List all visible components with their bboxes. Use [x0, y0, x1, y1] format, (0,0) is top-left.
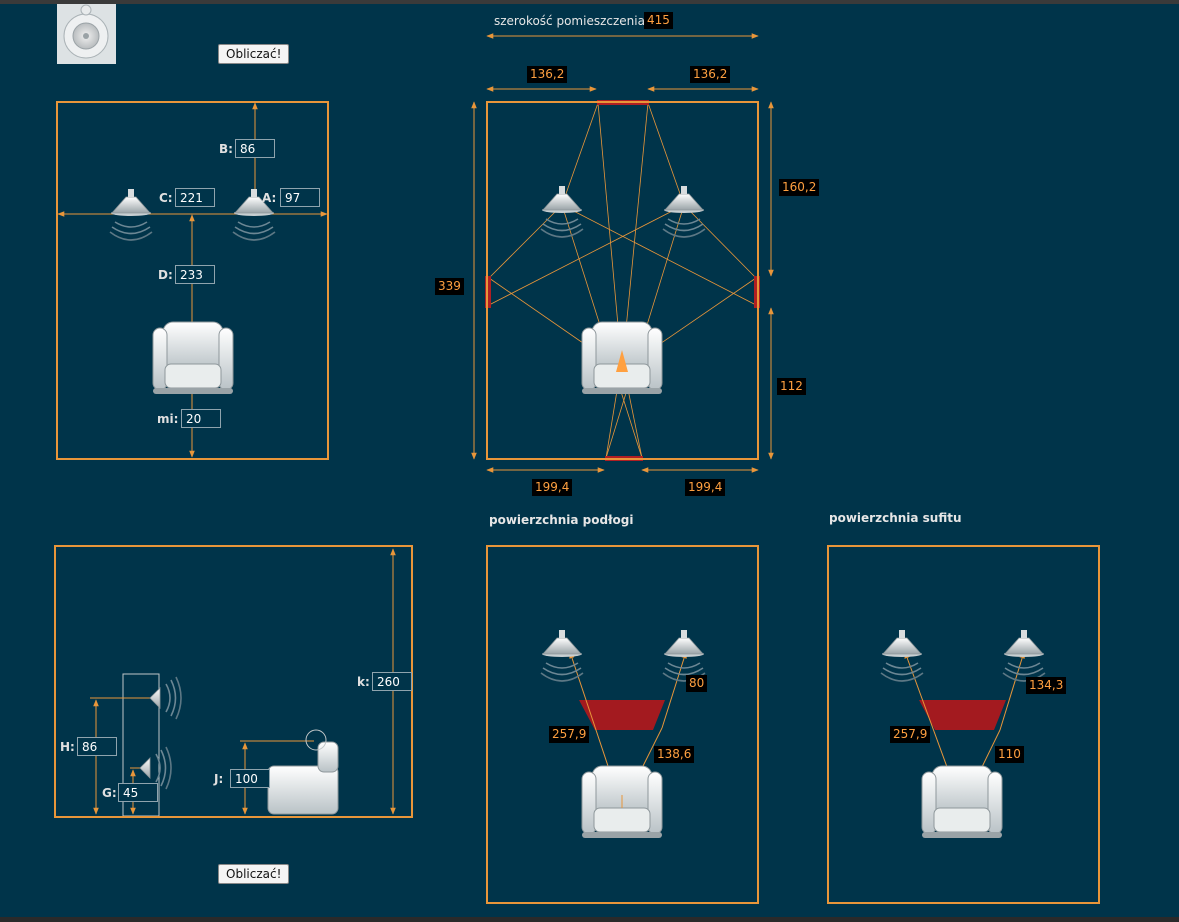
panel4-diagram [540, 629, 706, 839]
dim-right-bottom: 112 [777, 378, 806, 395]
label-d: D: [158, 268, 173, 282]
dim-top-left: 136,2 [527, 66, 568, 83]
panel4-room [486, 545, 759, 904]
panel1-room [56, 101, 329, 460]
calculate-button-top[interactable]: Obliczać! [218, 44, 290, 64]
panel2-room [486, 101, 759, 460]
panel5-room [827, 545, 1100, 904]
label-c: C: [159, 191, 173, 205]
bottom-bar [0, 917, 1179, 922]
input-h[interactable] [77, 737, 117, 756]
dim-right-top: 160,2 [779, 179, 820, 196]
input-j[interactable] [230, 769, 270, 788]
label-mi: mi: [157, 412, 179, 426]
room-width-caption: szerokość pomieszczenia: [494, 14, 650, 28]
panel5-diagram [880, 629, 1046, 839]
floor-left-distance: 257,9 [549, 726, 590, 743]
room-width-value: 415 [644, 12, 673, 29]
input-b[interactable] [235, 139, 275, 158]
panel3-diagram [90, 548, 396, 817]
input-a[interactable] [280, 188, 320, 207]
label-j: J: [214, 772, 224, 786]
label-a: A: [262, 191, 277, 205]
speaker-thumbnail [57, 4, 116, 64]
input-g[interactable] [118, 783, 158, 802]
input-k[interactable] [372, 672, 412, 691]
calculate-button-bottom[interactable]: Obliczać! [218, 864, 290, 884]
ceiling-right-distance: 134,3 [1026, 677, 1067, 694]
input-mi[interactable] [181, 409, 221, 428]
label-b: B: [219, 142, 233, 156]
input-d[interactable] [175, 265, 215, 284]
panel3-room [54, 545, 413, 818]
input-c[interactable] [175, 188, 215, 207]
label-h: H: [60, 740, 75, 754]
dim-height: 339 [435, 278, 464, 295]
dim-bottom-right: 199,4 [685, 479, 726, 496]
dim-top-right: 136,2 [690, 66, 731, 83]
dim-bottom-left: 199,4 [532, 479, 573, 496]
label-k: k: [357, 675, 370, 689]
ceiling-caption: powierzchnia sufitu [829, 511, 962, 525]
label-g: G: [102, 786, 117, 800]
ceiling-left-distance: 257,9 [890, 726, 931, 743]
floor-right-distance: 80 [686, 675, 708, 692]
floor-caption: powierzchnia podłogi [489, 513, 634, 527]
ceiling-center-distance: 110 [995, 746, 1024, 763]
floor-center-distance: 138,6 [654, 746, 695, 763]
top-bar [0, 0, 1179, 4]
